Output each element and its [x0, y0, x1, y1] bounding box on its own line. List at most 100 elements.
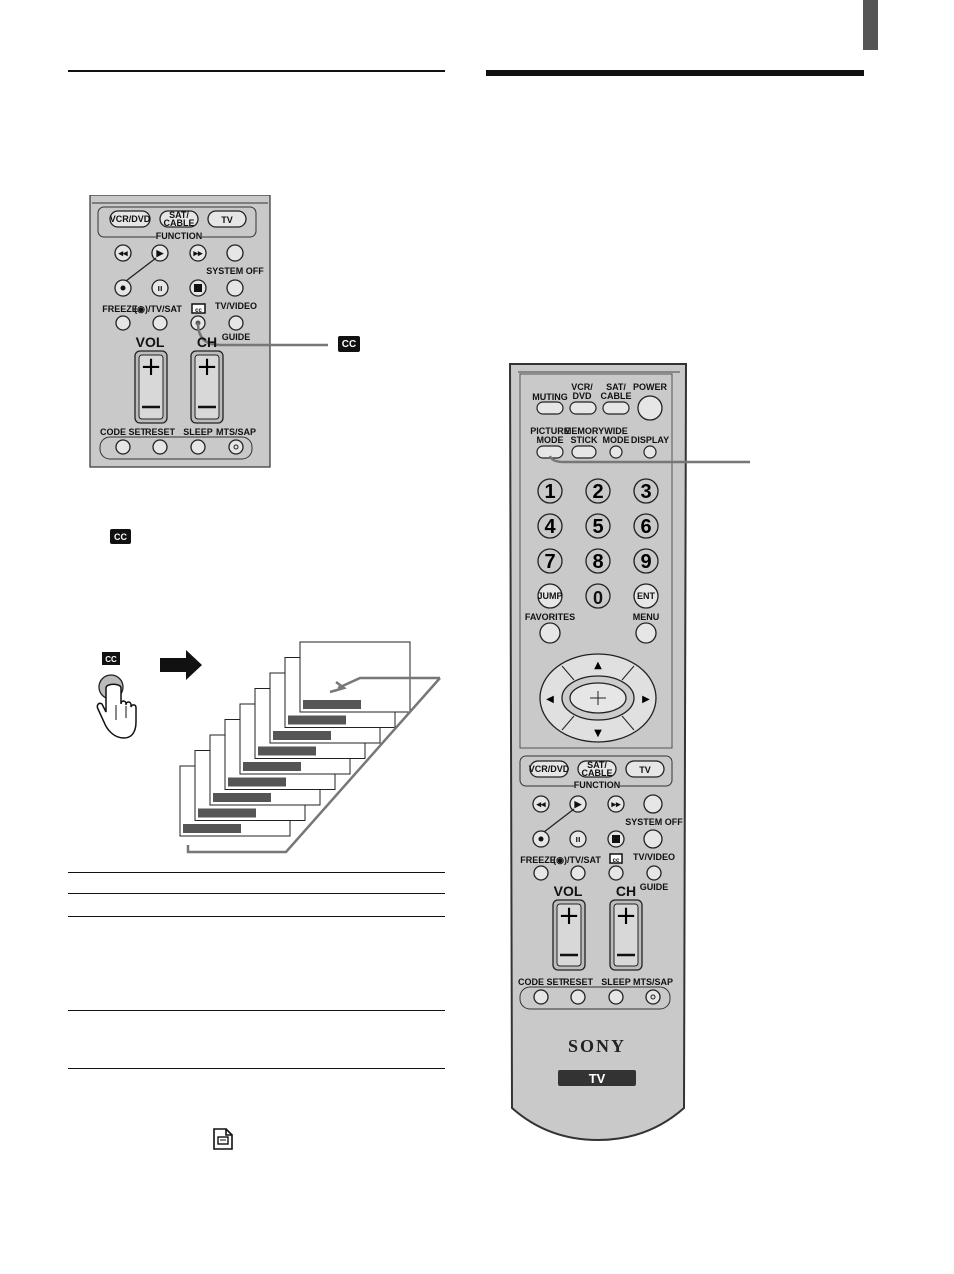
svg-text:CC: CC [105, 655, 117, 664]
caption-bar [288, 715, 346, 725]
digit-6-label: 6 [640, 516, 651, 538]
digit-9-label: 9 [640, 551, 651, 573]
section-rule-right [486, 70, 864, 76]
table-rule [68, 916, 445, 917]
svg-text:+: + [140, 352, 162, 382]
svg-text:▸▸: ▸▸ [610, 799, 621, 809]
table-rule [68, 872, 445, 873]
sleep-label: SLEEP [601, 977, 631, 987]
remote-closeup-illustration: VCR/DVD SAT/ CABLE TV FUNCTION ◂◂ ▶ ▸▸ S… [89, 195, 328, 468]
sleep-label: SLEEP [183, 427, 213, 437]
svg-text:cc: cc [195, 308, 202, 314]
tv-sat-label: (◉)/TV/SAT [134, 304, 182, 314]
tv-label: TV [221, 215, 233, 225]
digit-3-button [633, 478, 659, 504]
code-set-label: CODE SET [100, 427, 147, 437]
wide-label: WIDE [604, 426, 628, 436]
digit-9-button [633, 548, 659, 574]
function-label: FUNCTION [156, 231, 203, 241]
sat-label: SAT/ [587, 760, 607, 770]
digit-zero: 0 [593, 588, 603, 608]
digit-5-button [585, 513, 611, 539]
tv-video-label: TV/VIDEO [633, 852, 675, 862]
cable-label: CABLE [601, 391, 632, 401]
svg-text:◀: ◀ [546, 694, 554, 705]
guide-label: GUIDE [222, 332, 251, 342]
caption-bar [213, 793, 271, 802]
caption-cycle-illustration: CC [96, 641, 441, 854]
svg-text:▸▸: ▸▸ [192, 248, 203, 258]
mts-sap-label: MTS/SAP [633, 977, 673, 987]
vol-label: VOL [136, 334, 165, 350]
cable-label: CABLE [164, 218, 195, 228]
svg-text:cc: cc [613, 858, 620, 864]
ch-label: CH [616, 883, 636, 899]
svg-text:+: + [558, 901, 580, 931]
arrow-right-icon [160, 650, 202, 680]
sat-label: SAT/ [169, 210, 189, 220]
closed-caption-icon: CC [110, 529, 131, 544]
pointing-hand-icon [96, 683, 137, 739]
svg-text:▲: ▲ [594, 660, 602, 671]
digit-2-label: 2 [592, 481, 603, 503]
digit-8-label: 8 [592, 551, 603, 573]
dvd-label: DVD [572, 391, 592, 401]
svg-text:▶: ▶ [574, 799, 583, 809]
digit-7-label: 7 [544, 551, 555, 573]
brand-logo: SONY [568, 1036, 626, 1056]
tv-sat-label: (◉)/TV/SAT [553, 855, 601, 865]
ent-label: ENT [637, 591, 656, 601]
digit-1-button [537, 478, 563, 504]
digit-8-button [585, 548, 611, 574]
vcr-dvd-label: VCR/DVD [529, 764, 570, 774]
svg-text:+: + [615, 901, 637, 931]
svg-text:◂◂: ◂◂ [117, 248, 128, 258]
digit-5-label: 5 [592, 516, 603, 538]
svg-text:▶: ▶ [642, 694, 650, 705]
svg-text:ıı: ıı [157, 283, 162, 293]
picture-label: PICTURE [530, 426, 570, 436]
tv-badge: TV [589, 1071, 606, 1086]
table-rule [68, 893, 445, 894]
caption-bar [183, 824, 241, 833]
power-label: POWER [633, 382, 668, 392]
svg-text:◂◂: ◂◂ [535, 799, 546, 809]
wide-mode-label: MODE [603, 435, 630, 445]
vol-label: VOL [554, 883, 583, 899]
reset-label: RESET [563, 977, 594, 987]
vcr-dvd-label: VCR/DVD [110, 214, 151, 224]
cable-label: CABLE [582, 768, 613, 778]
caption-bar [303, 700, 361, 709]
table-rule [68, 1068, 445, 1069]
freeze-label: FREEZE [102, 304, 138, 314]
favorites-label: FAVORITES [525, 612, 575, 622]
digit-2-button [585, 478, 611, 504]
digit-1-label: 1 [544, 481, 555, 503]
digit-6-button [633, 513, 659, 539]
reset-label: RESET [145, 427, 176, 437]
svg-text:▼: ▼ [594, 728, 602, 739]
function-label: FUNCTION [574, 780, 621, 790]
mode-label: MODE [537, 435, 564, 445]
caption-bar [258, 746, 316, 756]
digit-4-label: 4 [544, 516, 556, 538]
jump-label: JUMP [537, 591, 562, 601]
memory-label: MEMORY [564, 426, 604, 436]
svg-text:+: + [196, 352, 218, 382]
digit-3-label: 3 [640, 481, 651, 503]
mts-sap-label: MTS/SAP [216, 427, 256, 437]
system-off-label: SYSTEM OFF [625, 817, 683, 827]
caption-bar [198, 808, 256, 818]
code-set-label: CODE SET [518, 977, 565, 987]
caption-bar [273, 731, 331, 740]
page-tab [863, 0, 878, 50]
system-off-label: SYSTEM OFF [206, 266, 264, 276]
ch-label: CH [197, 334, 217, 350]
tv-label: TV [639, 765, 651, 775]
menu-label: MENU [633, 612, 660, 622]
sat-label: SAT/ [606, 382, 626, 392]
table-rule [68, 1010, 445, 1011]
guide-label: GUIDE [640, 882, 669, 892]
caption-bar [243, 762, 301, 771]
svg-text:▶: ▶ [156, 248, 165, 258]
